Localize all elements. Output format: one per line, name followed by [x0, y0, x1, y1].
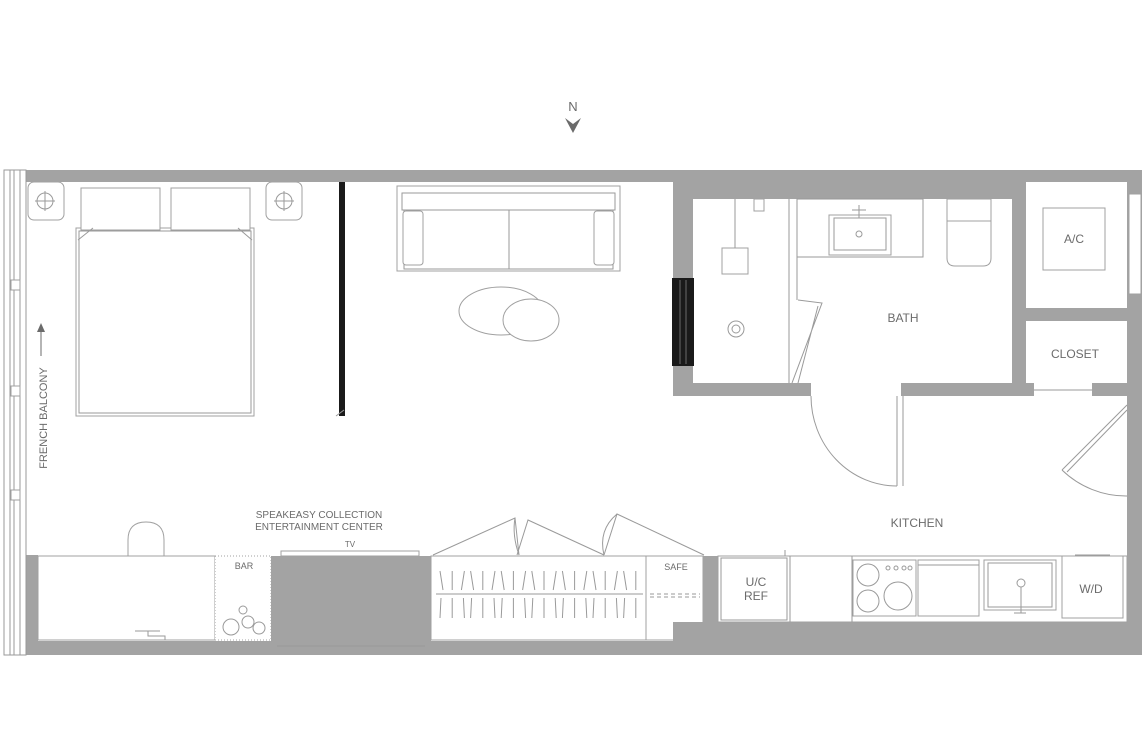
- speakeasy-label-line2: ENTERTAINMENT CENTER: [255, 522, 383, 533]
- french-balcony-label: FRENCH BALCONY: [38, 367, 50, 469]
- desk: [37, 521, 216, 641]
- glass-partition: [335, 182, 345, 417]
- hanger: [592, 570, 597, 619]
- ac-unit: [1042, 207, 1106, 271]
- kitchen-label: KITCHEN: [891, 516, 944, 530]
- bath-door: [810, 395, 904, 487]
- hanger: [500, 570, 505, 619]
- bar-cabinet: [214, 555, 272, 641]
- ac-closet-walls: [1026, 182, 1142, 396]
- bath-walls: [672, 182, 1026, 396]
- ref-label-line1: U/C: [746, 575, 767, 589]
- exterior-walls: [4, 170, 1142, 655]
- french-balcony-window: [3, 169, 27, 656]
- bath-label: BATH: [887, 311, 918, 325]
- hanger: [583, 570, 588, 619]
- kitchen-wall-segment: [673, 556, 1127, 642]
- entry-door: [1061, 404, 1128, 497]
- hanger: [552, 570, 557, 619]
- toilet: [946, 198, 992, 267]
- hanger: [623, 570, 628, 619]
- hanger: [439, 570, 444, 619]
- bed: [75, 187, 255, 417]
- hanger: [531, 570, 536, 619]
- kitchen-sink: [983, 559, 1057, 614]
- speakeasy-label-line1: SPEAKEASY COLLECTION: [256, 510, 383, 521]
- washer-dryer: [1061, 554, 1124, 619]
- balcony-arrow-icon: [37, 323, 45, 356]
- ref-label-line2: REF: [744, 589, 768, 603]
- dishwasher: [917, 559, 980, 617]
- closet-label: CLOSET: [1051, 347, 1100, 361]
- hanger: [470, 570, 475, 619]
- hanger: [613, 570, 618, 619]
- hanger: [522, 570, 527, 619]
- bar-label: BAR: [235, 561, 254, 571]
- bathroom-sink: [796, 198, 924, 258]
- hanger: [561, 570, 566, 619]
- north-arrow-icon: [565, 118, 581, 133]
- wardrobe-hangers: [439, 570, 637, 619]
- wd-label: W/D: [1079, 582, 1103, 596]
- coffee-tables: [458, 286, 560, 342]
- hanger: [460, 570, 465, 619]
- ac-label: A/C: [1064, 232, 1084, 246]
- sofa: [396, 185, 621, 272]
- hanger: [491, 570, 496, 619]
- entertainment-center: [271, 550, 431, 647]
- compass-label: N: [568, 99, 577, 114]
- tv-label: TV: [345, 540, 356, 549]
- north-compass: N: [565, 99, 581, 133]
- nightstand-lamp-right: [265, 181, 303, 221]
- safe-label: SAFE: [664, 562, 688, 572]
- shower: [721, 198, 823, 384]
- cooktop: [852, 559, 917, 617]
- nightstand-lamp-left: [27, 181, 65, 221]
